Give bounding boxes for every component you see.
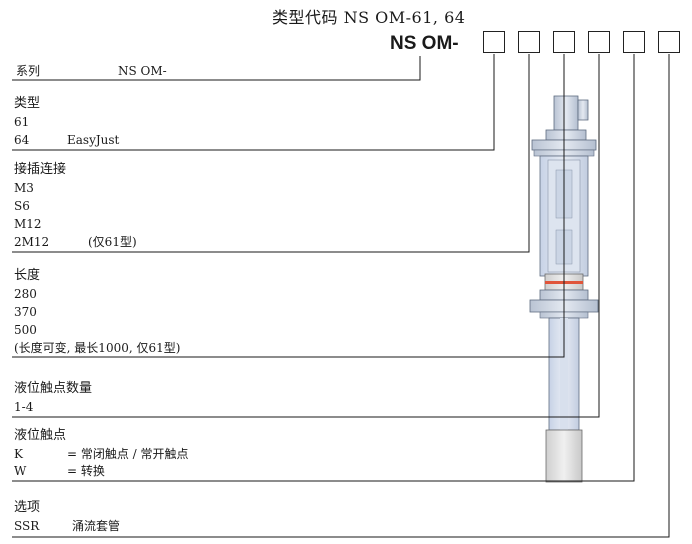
contact-type-w-desc: = 转换 [67,464,105,478]
connector-heading: 接插连接 [14,162,67,177]
series-value: NS OM- [118,64,167,78]
code-box-connector [518,31,540,53]
length-heading: 长度 [14,268,41,283]
connector-item-2m12-note: (仅61型) [88,235,137,249]
contact-type-k-desc: = 常闭触点 / 常开触点 [67,447,189,461]
code-box-length [553,31,575,53]
contact-type-k-code: K [14,447,23,461]
code-box-contact-type [623,31,645,53]
connector-item-m12: M12 [14,217,42,231]
length-item-500: 500 [14,323,37,337]
code-box-type [483,31,505,53]
length-item-370: 370 [14,305,37,319]
contact-type-w-code: W [14,464,27,478]
code-box-contact-count [588,31,610,53]
contact-count-value: 1-4 [14,400,34,414]
code-box-options [658,31,680,53]
series-label: 系列 [16,64,41,78]
type-item-64-note: EasyJust [67,133,120,147]
options-desc: 涌流套管 [72,519,121,533]
type-item-64: 64 [14,133,30,147]
connector-item-2m12: 2M12 [14,235,50,249]
type-heading: 类型 [14,96,41,111]
contact-type-heading: 液位触点 [14,428,67,443]
options-heading: 选项 [14,500,41,515]
leader-lines [12,54,670,538]
code-prefix: NS OM- [390,33,459,54]
length-item-280: 280 [14,287,37,301]
length-note: (长度可变, 最长1000, 仅61型) [14,341,181,355]
options-code: SSR [14,519,40,533]
type-item-61: 61 [14,115,30,129]
page-title: 类型代码 NS OM-61, 64 [272,8,466,27]
connector-item-m3: M3 [14,181,34,195]
contact-count-heading: 液位触点数量 [14,381,93,396]
connector-item-s6: S6 [14,199,30,213]
